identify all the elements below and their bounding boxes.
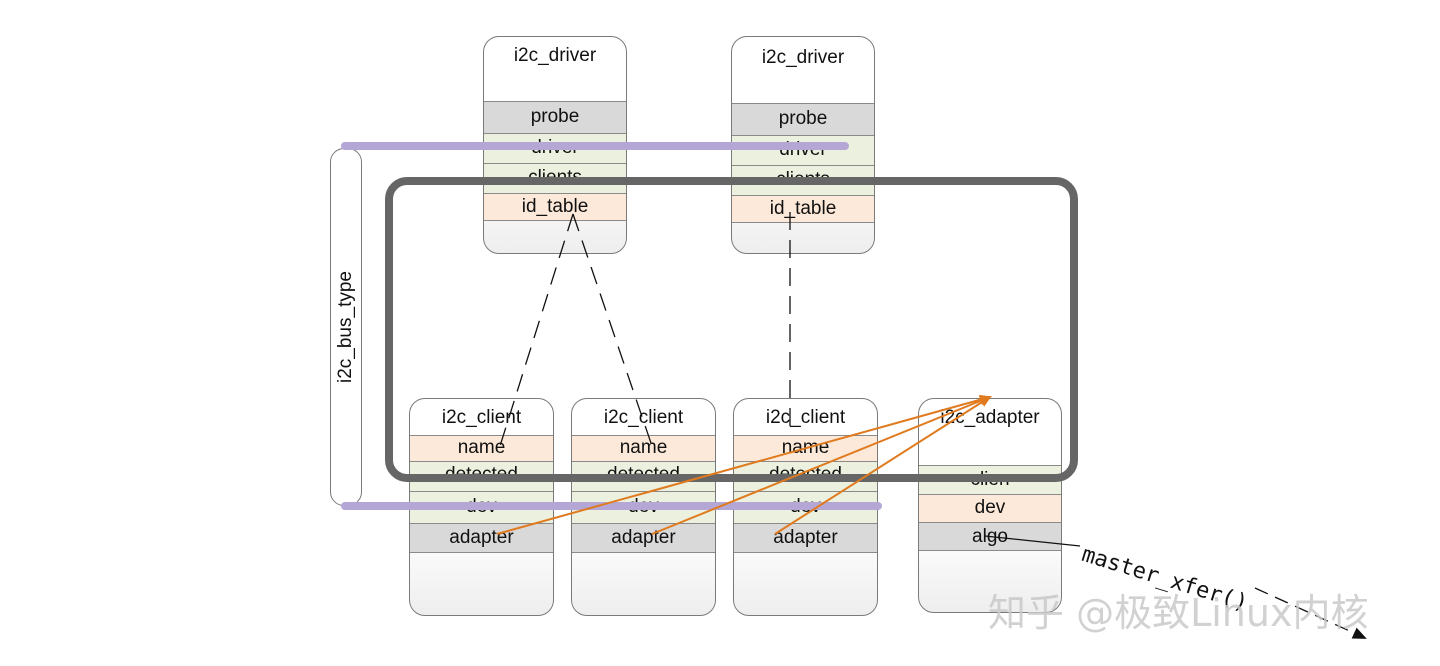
watermark-text: 知乎 @极致Linux内核 (988, 591, 1369, 635)
driver-field-probe: probe (484, 101, 626, 133)
driver-field-id-table: id_table (732, 195, 874, 223)
driver-field-probe: probe (732, 103, 874, 135)
match-line-driver1-client2 (572, 213, 653, 447)
adapter-arrow-client3 (774, 395, 992, 535)
client-field-name: name (572, 435, 715, 461)
adapter-arrow-client2 (651, 396, 992, 535)
client-field-adapter: adapter (410, 523, 553, 553)
bus-match-frame (385, 177, 1078, 482)
client-field-adapter: adapter (572, 523, 715, 553)
i2c-adapter-box: i2c_adapter clien dev algo (918, 398, 1062, 613)
master-xfer-arrow (984, 535, 1081, 547)
i2c-client-title: i2c_client (765, 407, 846, 428)
i2c-client-title: i2c_client (441, 407, 522, 428)
i2c-client-title: i2c_client (603, 407, 684, 428)
driver-field-id-table: id_table (484, 193, 626, 221)
i2c-driver-title: i2c_driver (513, 45, 597, 66)
adapter-arrow-client1 (496, 394, 992, 535)
adapter-field-dev: dev (919, 494, 1061, 522)
i2c-driver-title: i2c_driver (761, 47, 845, 68)
master-xfer-arrow-dashed (1254, 587, 1367, 639)
client-field-name: name (410, 435, 553, 461)
match-line-driver1-client1 (499, 213, 574, 447)
i2c-bus-bar (330, 148, 362, 506)
client-field-adapter: adapter (734, 523, 877, 553)
